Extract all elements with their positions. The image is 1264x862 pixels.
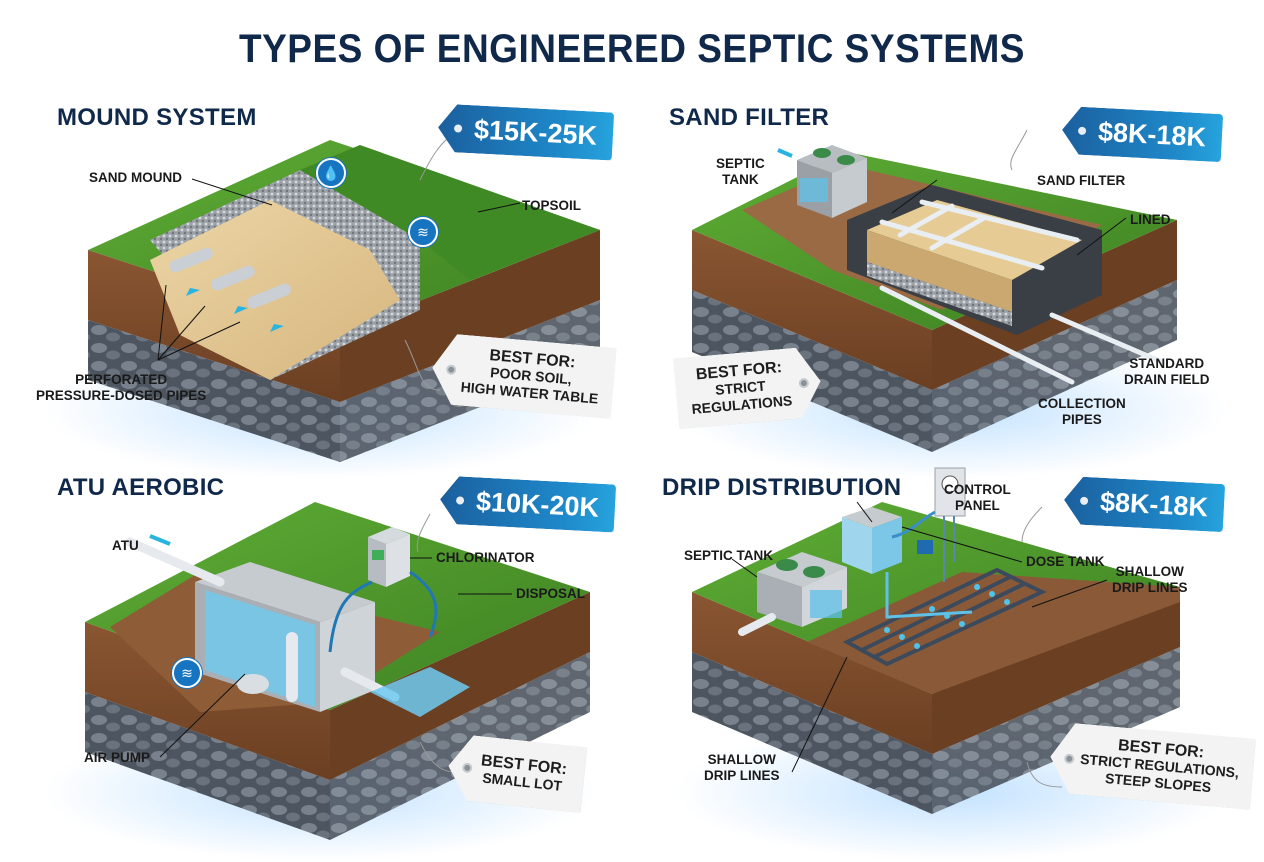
label-line: SEPTIC bbox=[716, 156, 765, 171]
panel-mound-system: MOUND SYSTEM $15K-25K 💧 ≋ SAND MOUND TOP… bbox=[0, 90, 632, 480]
soil-layer bbox=[692, 592, 932, 754]
label-sand-filter: SAND FILTER bbox=[1037, 173, 1126, 188]
label-perforated-pipes: PERFORATED PRESSURE-DOSED PIPES bbox=[36, 372, 206, 404]
panel-title: DRIP DISTRIBUTION bbox=[662, 474, 902, 501]
tag-string bbox=[1026, 761, 1063, 788]
panel-title: ATU AEROBIC bbox=[57, 474, 225, 501]
panel-drip-distribution: DRIP DISTRIBUTION $8K-18K CONTROL PANEL … bbox=[632, 462, 1264, 862]
label-line: TANK bbox=[722, 172, 759, 187]
label-shallow-drip-lines-bottom: SHALLOW DRIP LINES bbox=[704, 752, 780, 784]
label-line: PERFORATED bbox=[75, 372, 168, 387]
dose-pump bbox=[917, 540, 933, 554]
page-title: TYPES OF ENGINEERED SEPTIC SYSTEMS bbox=[239, 26, 1025, 71]
sand-bed-front bbox=[867, 230, 1012, 312]
rock-layer-right bbox=[932, 280, 1177, 452]
best-for-tag: BEST FOR: STRICT REGULATIONS bbox=[673, 346, 823, 429]
sand-bed bbox=[867, 200, 1082, 280]
price-value: $8K-18K bbox=[1099, 486, 1209, 522]
rock-layer-right bbox=[330, 652, 590, 840]
price-tag: $8K-18K bbox=[1063, 476, 1225, 532]
label-collection-pipes: COLLECTION PIPES bbox=[1038, 396, 1126, 428]
air-flow-icon: ≋ bbox=[172, 658, 202, 688]
tag-hole bbox=[454, 124, 462, 132]
label-line: PANEL bbox=[954, 498, 1000, 513]
septic-tank bbox=[757, 552, 847, 627]
label-septic-tank: SEPTIC TANK bbox=[684, 548, 774, 563]
label-sand-mound: SAND MOUND bbox=[89, 170, 182, 185]
tag-hole bbox=[798, 377, 809, 388]
label-lined: LINED bbox=[1130, 212, 1171, 227]
rock-layer bbox=[692, 652, 932, 814]
label-line: STANDARD bbox=[1129, 356, 1205, 371]
rock-layer bbox=[85, 692, 330, 840]
price-value: $10K-20K bbox=[475, 485, 600, 523]
tag-hole bbox=[456, 496, 464, 504]
tag-hole bbox=[1080, 497, 1088, 505]
label-septic-tank: SEPTIC TANK bbox=[716, 156, 765, 188]
panel-title: MOUND SYSTEM bbox=[57, 104, 257, 131]
label-line: DRIP LINES bbox=[704, 768, 780, 783]
label-line: PIPES bbox=[1061, 412, 1102, 427]
drip-field-soil bbox=[807, 572, 1180, 694]
tag-string bbox=[1021, 506, 1043, 543]
gravel-bed bbox=[867, 262, 1012, 326]
panel-title: SAND FILTER bbox=[669, 104, 830, 131]
label-standard-drain-field: STANDARD DRAIN FIELD bbox=[1124, 356, 1210, 388]
label-line: CONTROL bbox=[944, 482, 1011, 497]
tag-hole bbox=[446, 364, 457, 375]
drip-distribution-illustration bbox=[692, 467, 1180, 814]
inlet-pipe bbox=[738, 613, 776, 636]
inlet-pipe bbox=[125, 537, 225, 587]
dose-tank bbox=[842, 507, 902, 574]
mound-system-illustration bbox=[88, 129, 600, 462]
label-topsoil: TOPSOIL bbox=[522, 198, 582, 213]
tag-string bbox=[1010, 129, 1028, 171]
rock-layer-right bbox=[932, 647, 1180, 814]
label-atu: ATU bbox=[112, 538, 139, 553]
chlorinator bbox=[368, 527, 410, 587]
price-tag: $15K-25K bbox=[437, 103, 614, 160]
price-tag: $10K-20K bbox=[439, 475, 616, 532]
sand-filter-illustration bbox=[692, 129, 1177, 452]
tag-string bbox=[404, 339, 441, 391]
label-shallow-drip-lines-top: SHALLOW DRIP LINES bbox=[1112, 564, 1188, 596]
label-line: SHALLOW bbox=[1115, 564, 1184, 579]
rock-layer bbox=[88, 320, 340, 462]
grass-mound-slope bbox=[300, 145, 600, 280]
label-dose-tank: DOSE TANK bbox=[1026, 554, 1105, 569]
label-chlorinator: CHLORINATOR bbox=[436, 550, 535, 565]
best-for-value: REGULATIONS bbox=[690, 392, 793, 417]
label-air-pump: AIR PUMP bbox=[84, 750, 151, 765]
price-value: $15K-25K bbox=[473, 113, 598, 151]
tag-hole bbox=[462, 762, 473, 773]
water-table-icon: ≋ bbox=[408, 217, 438, 247]
label-line: DRAIN FIELD bbox=[1124, 372, 1210, 387]
soil-layer-right bbox=[932, 587, 1180, 754]
panel-sand-filter: SAND FILTER $8K-18K SEPTIC TANK SAND FIL… bbox=[632, 90, 1264, 480]
septic-tank bbox=[797, 145, 867, 218]
tag-string bbox=[419, 741, 456, 773]
disposal-hose bbox=[409, 570, 438, 638]
tag-string bbox=[416, 513, 431, 553]
label-line: SHALLOW bbox=[707, 752, 776, 767]
label-control-panel: CONTROL PANEL bbox=[944, 482, 1011, 514]
water-drop-icon: 💧 bbox=[316, 158, 346, 188]
price-value: $8K-18K bbox=[1097, 116, 1207, 152]
panel-atu-aerobic: ATU AEROBIC $10K-20K ≋ ATU CHLORINATOR D… bbox=[0, 462, 632, 862]
soil-layer bbox=[692, 230, 932, 390]
label-disposal: DISPOSAL bbox=[516, 586, 586, 601]
disposal-trench bbox=[370, 667, 470, 717]
tag-hole bbox=[1064, 753, 1075, 764]
perforated-pipes bbox=[169, 247, 291, 332]
price-tag: $8K-18K bbox=[1061, 106, 1223, 162]
label-line: PRESSURE-DOSED PIPES bbox=[36, 388, 207, 403]
control-panel bbox=[934, 467, 966, 582]
soil-layer-right bbox=[340, 230, 600, 402]
tag-hole bbox=[1078, 127, 1086, 135]
label-line: COLLECTION bbox=[1038, 396, 1126, 411]
distribution-pipes bbox=[879, 199, 1165, 385]
label-line: DRIP LINES bbox=[1112, 580, 1188, 595]
